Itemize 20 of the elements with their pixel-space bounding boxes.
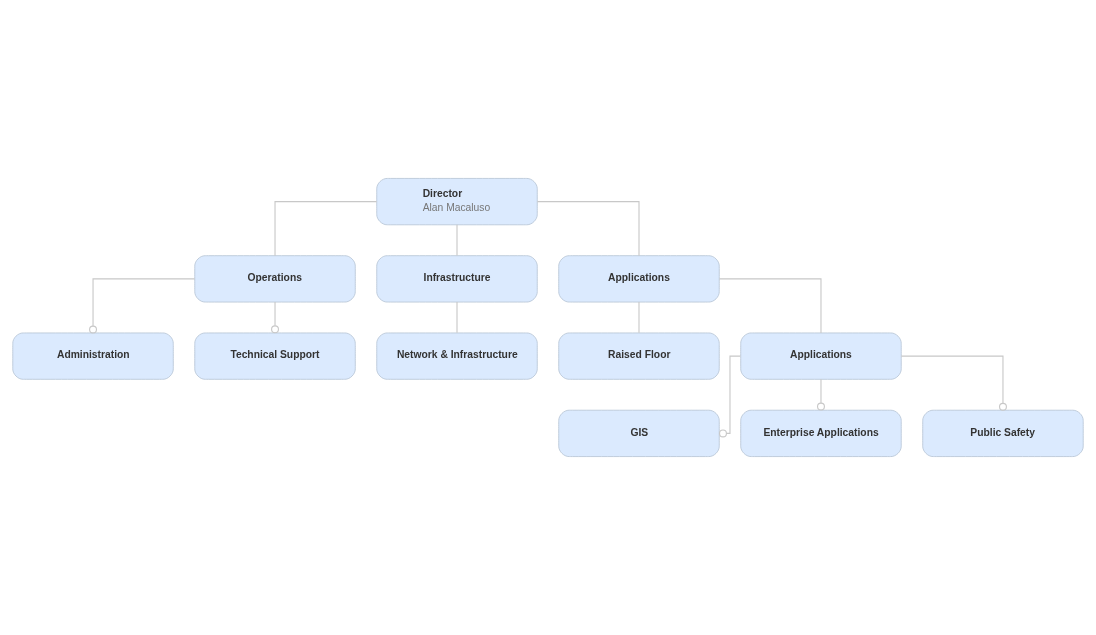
node-box: Director Alan Macaluso: [376, 178, 538, 226]
node-box: Operations: [194, 255, 356, 303]
connector: [817, 378, 825, 411]
connector: [718, 278, 822, 334]
connector: [900, 355, 1007, 411]
node-box: Administration: [12, 332, 174, 380]
connector: [719, 355, 741, 438]
connector: [89, 278, 196, 334]
node-box: Infrastructure: [376, 255, 538, 303]
node-box: Enterprise Applications: [740, 409, 902, 457]
connector: [274, 201, 378, 257]
node-box: Raised Floor: [558, 332, 720, 380]
connector: [271, 301, 279, 334]
node-box: GIS: [558, 409, 720, 457]
connector: [536, 201, 640, 257]
node-box: Public Safety: [922, 409, 1084, 457]
node-box: Applications: [740, 332, 902, 380]
node-box: Applications: [558, 255, 720, 303]
node-box: Technical Support: [194, 332, 356, 380]
node-box: Network & Infrastructure: [376, 332, 538, 380]
